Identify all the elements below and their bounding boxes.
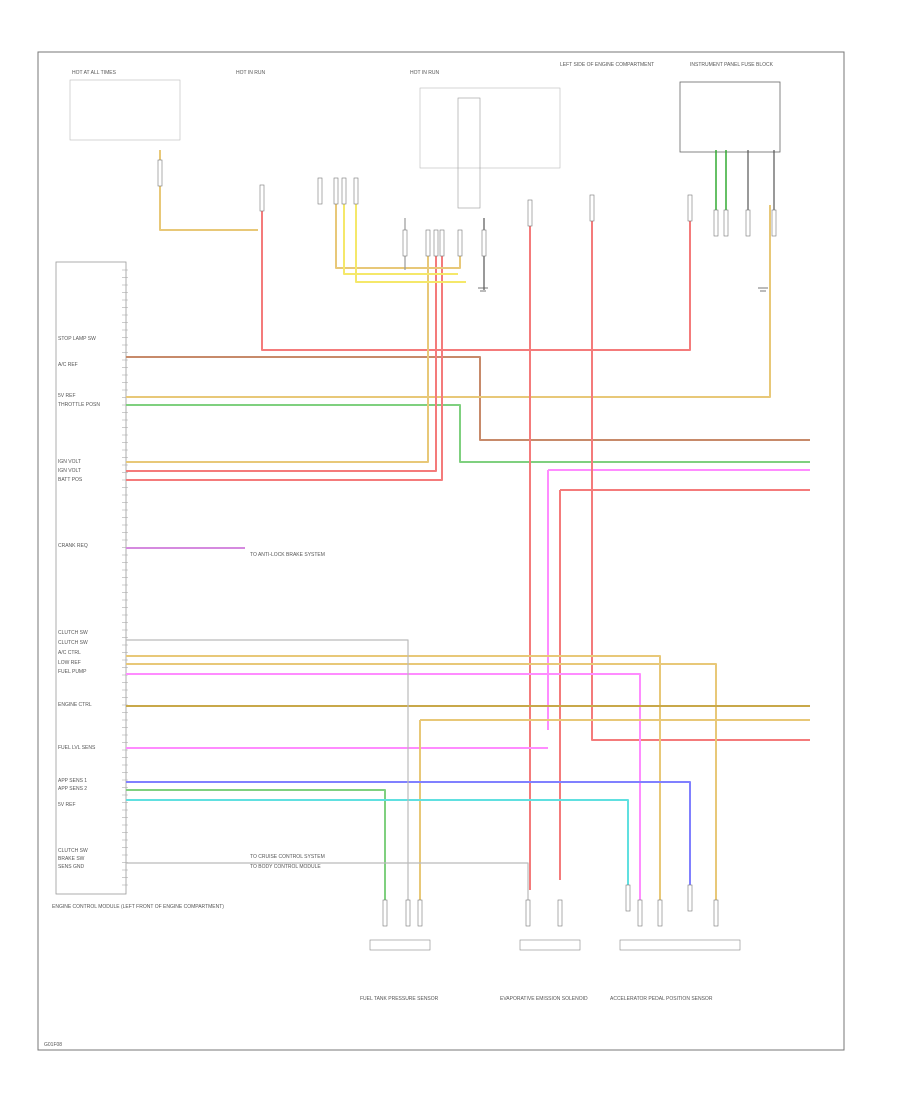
ignition-relay-box — [419, 87, 561, 169]
bottom-label-1: FUEL TANK PRESSURE SENSOR — [360, 996, 439, 1002]
ecm-pin-ticks — [122, 269, 128, 886]
ecm-pin-label: IGN VOLT — [58, 459, 81, 465]
top-label-2: HOT IN RUN — [236, 70, 265, 76]
ecm-pin-label: ENGINE CTRL — [58, 702, 92, 708]
note-2: TO CRUISE CONTROL SYSTEM — [250, 854, 325, 860]
connector — [525, 899, 531, 927]
ecm-pin-label: FUEL PUMP — [58, 669, 87, 675]
bottom-label-2: EVAPORATIVE EMISSION SOLENOID — [500, 996, 588, 1002]
wires — [126, 150, 810, 900]
connector — [402, 229, 408, 257]
connector — [771, 209, 777, 237]
ecm-pin-labels: STOP LAMP SW A/C REF 5V REF THROTTLE POSN IG… — [58, 336, 100, 870]
connector — [439, 229, 445, 257]
wire — [126, 655, 661, 900]
top-label-4: LEFT SIDE OF ENGINE COMPARTMENT — [560, 62, 654, 68]
connector — [713, 209, 719, 237]
wire — [159, 150, 258, 231]
connector — [745, 209, 751, 237]
relay-coil-box — [457, 97, 481, 209]
ecm-pin-label: CLUTCH SW — [58, 630, 88, 636]
wire — [126, 663, 717, 900]
wire — [126, 404, 810, 463]
top-label-3: HOT IN RUN — [410, 70, 439, 76]
connector — [625, 884, 631, 912]
connector — [417, 899, 423, 927]
ecm-pin-label: SENS GND — [58, 864, 85, 870]
note-1: TO ANTI-LOCK BRAKE SYSTEM — [250, 552, 325, 558]
wire — [355, 178, 466, 283]
wire — [126, 230, 437, 472]
ecm-pin-label: A/C CTRL — [58, 650, 81, 656]
connector — [353, 177, 359, 205]
wire — [126, 639, 409, 900]
ecm-pin-label: BRAKE SW — [58, 856, 85, 862]
ignition-switch-box — [69, 79, 181, 141]
connector — [425, 229, 431, 257]
connector — [405, 899, 411, 927]
ecm-pin-label: BATT POS — [58, 477, 83, 483]
ecm-block-label: ENGINE CONTROL MODULE (LEFT FRONT OF ENG… — [52, 904, 224, 910]
connector — [723, 209, 729, 237]
ecm-pin-label: FUEL LVL SENS — [58, 745, 96, 751]
fuse-block-box — [679, 81, 781, 153]
connector — [527, 199, 533, 227]
connector — [687, 884, 693, 912]
wire — [126, 799, 629, 900]
connector — [157, 159, 163, 187]
connector — [433, 229, 439, 257]
ecm-pin-label: A/C REF — [58, 362, 78, 368]
connector — [481, 229, 487, 257]
wire — [261, 185, 691, 351]
ecm-connector — [55, 261, 127, 895]
wire — [126, 781, 691, 900]
ecm-pin-label: STOP LAMP SW — [58, 336, 96, 342]
connector — [637, 899, 643, 927]
bottom-label-3: ACCELERATOR PEDAL POSITION SENSOR — [610, 996, 713, 1002]
wire — [126, 789, 386, 900]
connector — [457, 229, 463, 257]
wire — [126, 356, 810, 441]
connector — [557, 899, 563, 927]
connector — [589, 194, 595, 222]
connector — [713, 899, 719, 927]
ground-symbol — [478, 287, 768, 292]
top-label-1: HOT AT ALL TIMES — [72, 70, 117, 76]
connector — [317, 177, 323, 205]
connector — [333, 177, 339, 205]
ecm-pin-label: THROTTLE POSN — [58, 402, 100, 408]
wire — [591, 195, 810, 741]
connectors — [157, 159, 777, 927]
wire — [126, 673, 641, 900]
ecm-pin-label: CLUTCH SW — [58, 848, 88, 854]
bottom-sensors — [369, 939, 741, 951]
note-3: TO BODY CONTROL MODULE — [250, 864, 321, 870]
connector — [687, 194, 693, 222]
ecm-pin-label: APP SENS 1 — [58, 778, 87, 784]
wire — [126, 205, 771, 398]
connector — [657, 899, 663, 927]
wire — [126, 862, 529, 900]
wire — [126, 230, 429, 463]
diagram-frame — [37, 51, 845, 1051]
page-ref: G01F08 — [44, 1042, 62, 1048]
ecm-pin-label: LOW REF — [58, 660, 81, 666]
top-label-5: INSTRUMENT PANEL FUSE BLOCK — [690, 62, 774, 68]
connector — [259, 184, 265, 212]
ecm-pin-label: 5V REF — [58, 802, 76, 808]
wire — [126, 230, 443, 481]
ecm-pin-label: 5V REF — [58, 393, 76, 399]
ecm-pin-label: CRANK REQ — [58, 543, 88, 549]
ecm-pin-label: CLUTCH SW — [58, 640, 88, 646]
ecm-pin-label: APP SENS 2 — [58, 786, 87, 792]
connector — [382, 899, 388, 927]
connector — [341, 177, 347, 205]
ecm-pin-label: IGN VOLT — [58, 468, 81, 474]
wire — [343, 178, 458, 275]
